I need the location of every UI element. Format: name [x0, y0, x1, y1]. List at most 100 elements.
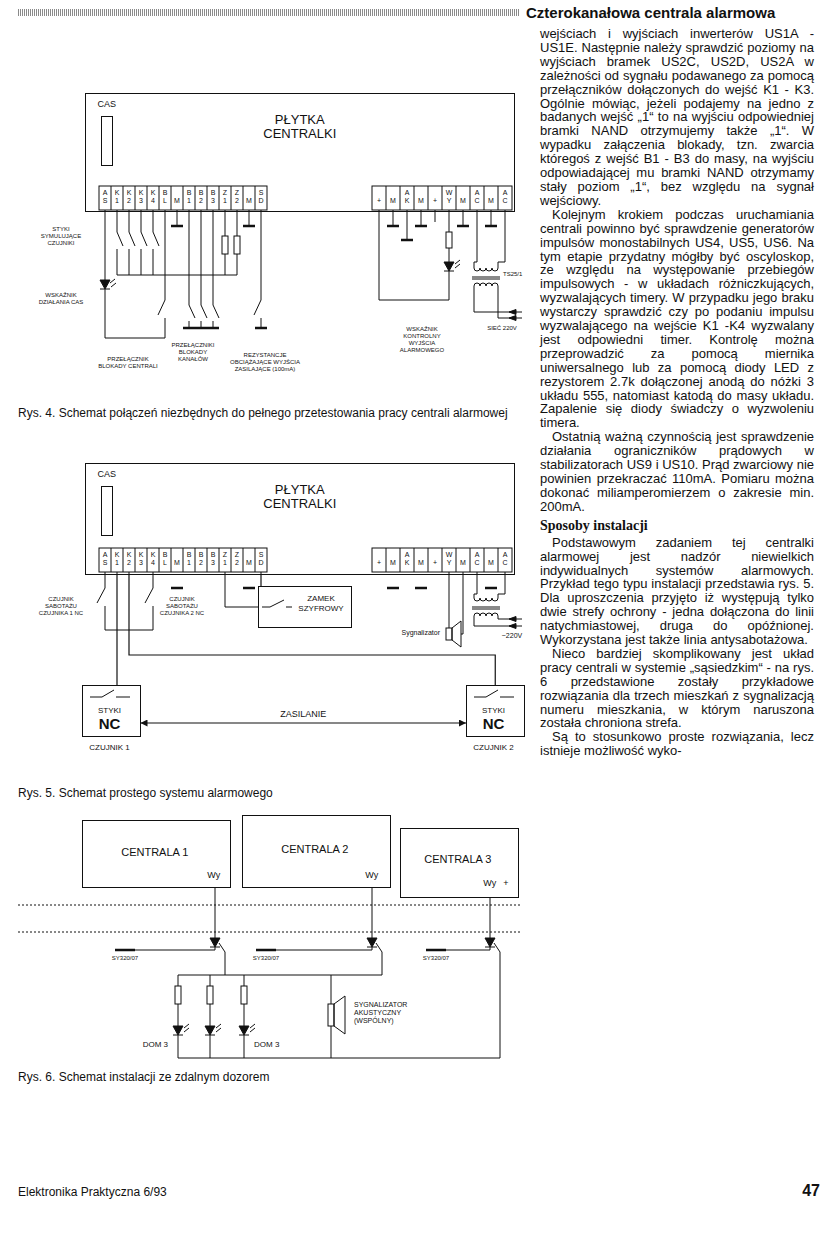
remote-wiring	[18, 905, 520, 932]
pin-label: Z 1	[221, 189, 230, 205]
node-text: CZUJNIK 1	[70, 743, 150, 752]
remote-wiring	[173, 975, 189, 1058]
alarm-wiring	[474, 616, 522, 626]
figure-caption: Rys. 5. Schemat prostego systemu alarmow…	[18, 786, 518, 801]
pin-label: A C	[473, 189, 482, 205]
resistor-symbol	[446, 232, 452, 248]
part-name: SY320/07	[414, 955, 458, 962]
code-lock-box: ZAMEK SZYFROWY	[258, 586, 352, 628]
remote-wiring	[178, 975, 382, 976]
figure-caption: Rys. 4. Schemat połączeń niezbędnych do …	[18, 406, 518, 421]
cas-outline	[101, 486, 113, 536]
node-text: STYKI	[82, 706, 138, 715]
pin-label: B 2	[197, 551, 206, 567]
alarm-wiring	[474, 613, 498, 616]
pin-label: M	[173, 197, 182, 205]
callout-label: DOM 3	[126, 1040, 168, 1049]
pin-label: M	[459, 197, 468, 205]
pin-label: M	[417, 559, 426, 567]
pin-label: K 3	[137, 551, 146, 567]
connector-wire	[116, 575, 117, 685]
node-text: ZAMEK SZYFROWY	[294, 594, 348, 614]
alarm-wiring	[90, 690, 514, 697]
callout-label: PRZEŁĄCZNIK BLOKADY CENTRALI	[98, 356, 158, 370]
pin-label: +	[431, 197, 440, 205]
pin-label: K 1	[113, 551, 122, 567]
header-band	[18, 9, 520, 16]
node-text: PŁYTKA CENTRALKI	[245, 113, 355, 142]
test-wiring	[254, 210, 261, 328]
pin-label: K 4	[149, 189, 158, 205]
alarm-wiring	[472, 607, 500, 609]
led-symbol	[444, 271, 454, 272]
ground-bar	[171, 587, 497, 590]
node-text: CENTRALA 2	[242, 843, 388, 856]
node-text: NC	[82, 716, 138, 731]
page-header-title: Czterokanałowa centrala alarmowa	[526, 4, 775, 21]
node-text: CAS	[94, 99, 120, 109]
pin-label: B 3	[209, 189, 218, 205]
led-symbol	[100, 262, 454, 289]
test-wiring	[158, 210, 177, 338]
node-text: CENTRALA 3	[400, 853, 516, 866]
pin-label: M	[417, 197, 426, 205]
footer-text: Elektronika Praktyczna 6/93	[18, 1186, 338, 1200]
test-wiring	[472, 277, 500, 279]
remote-wiring	[18, 888, 520, 1058]
connector-wire	[129, 575, 495, 685]
speaker-symbol	[452, 621, 461, 647]
resistor-symbol	[234, 236, 240, 254]
pin-label: K 1	[113, 189, 122, 205]
callout-label: WSKAŹNIK KONTROLNY WYJŚCIA ALARMOWEGO	[394, 326, 450, 354]
node-text: Wy	[480, 878, 500, 888]
pin-label: M	[459, 559, 468, 567]
pin-label: A C	[473, 551, 482, 567]
led-symbol	[100, 289, 110, 290]
led-symbol	[100, 280, 110, 289]
pin-label: W Y	[445, 189, 454, 205]
speaker-symbol	[334, 996, 345, 1034]
pin-label: S D	[257, 551, 266, 567]
wire-label: ZASILANIE	[278, 710, 328, 720]
node-text: CZUJNIK 2	[454, 743, 534, 752]
pin-label: M	[389, 197, 398, 205]
pin-label: K 2	[125, 551, 134, 567]
pin-label: M	[487, 197, 496, 205]
pin-label: B L	[161, 551, 170, 567]
pin-label: A S	[101, 189, 110, 205]
callout-label: CZUJNIK SABOTAŻU CZUJNIKA 1 NC	[36, 596, 86, 617]
node-text: NC	[466, 716, 522, 731]
remote-wiring	[207, 986, 213, 1004]
test-wiring	[474, 268, 498, 271]
callout-label: SIEĆ 220V	[480, 325, 524, 332]
control-unit-box: CENTRALA 2 Wy	[242, 815, 391, 888]
pin-label: Z 1	[221, 551, 230, 567]
pin-label: S D	[257, 189, 266, 205]
test-wiring	[474, 210, 505, 268]
alarm-wiring	[97, 572, 153, 630]
node-text: CAS	[94, 469, 120, 479]
node-text: Wy	[362, 870, 382, 880]
pin-label: B 1	[185, 551, 194, 567]
pin-label: Z 2	[233, 189, 242, 205]
pin-label: A K	[403, 189, 412, 205]
callout-label: Sygnalizator	[384, 629, 440, 637]
page-number: 47	[778, 1182, 820, 1200]
callout-label: DOM 3	[254, 1040, 296, 1049]
thyristor-symbol	[239, 1026, 249, 1035]
node-text: CENTRALA 1	[82, 846, 228, 859]
body-paragraph: Nieco bardziej skomplikowany jest układ …	[540, 647, 814, 730]
remote-wiring	[241, 986, 247, 1004]
text-column: wejściach i wyjściach inwerterów US1A - …	[540, 27, 814, 758]
connector-wire	[141, 722, 467, 723]
thyristor-symbol	[205, 1026, 215, 1035]
pin-label: A C	[501, 189, 510, 205]
pin-label: B 1	[185, 189, 194, 205]
callout-label: SYGNALIZATOR AKUSTYCZNY (WSPÓLNY)	[354, 1001, 440, 1025]
pin-label: B 3	[209, 551, 218, 567]
pin-label: +	[431, 559, 440, 567]
board-outline: PŁYTKA CENTRALKICAS	[85, 463, 515, 575]
pin-label: A C	[501, 551, 510, 567]
node-text: +	[500, 878, 512, 888]
